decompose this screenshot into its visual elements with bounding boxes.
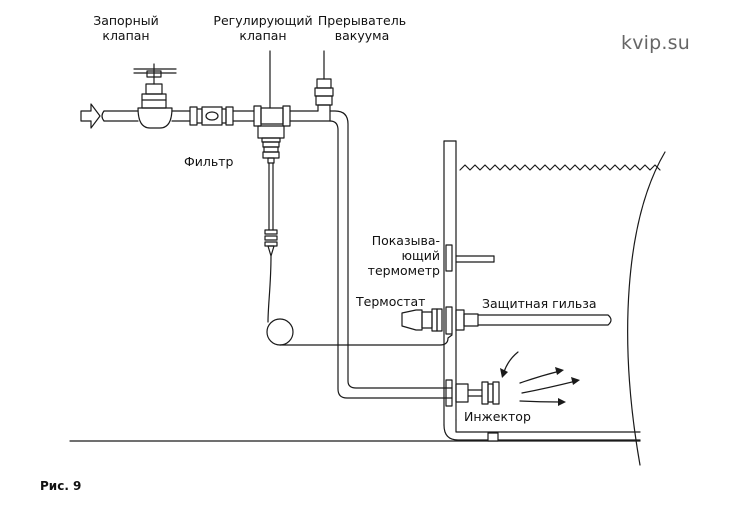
water-surface [459, 164, 661, 171]
regulating-valve [253, 50, 291, 164]
inlet-arrow [80, 103, 101, 129]
thermostat [401, 306, 479, 335]
inlet-pipe [101, 110, 139, 122]
flow-arrows [503, 351, 577, 403]
indicating-thermometer [445, 244, 495, 272]
label-regulating-valve: Регулирующий клапан [213, 13, 313, 43]
brand-logo: kvip.su [621, 32, 690, 54]
filter [189, 106, 234, 126]
label-thermostat: Термостат [356, 294, 426, 309]
label-shutoff-valve: Запорный клапан [93, 13, 159, 43]
label-filter: Фильтр [184, 154, 234, 169]
label-protective-sleeve: Защитная гильза [482, 296, 597, 311]
label-vacuum-breaker: Прерыватель вакуума [317, 13, 407, 43]
steam-pipe [329, 110, 453, 399]
flow-arrowheads [500, 367, 580, 406]
label-indicating-thermometer: Показыва- ющий термометр [367, 233, 440, 278]
protective-sleeve [477, 314, 612, 326]
figure-caption: Рис. 9 [40, 479, 82, 493]
injector [445, 379, 500, 407]
vacuum-breaker [314, 50, 334, 122]
capillary-tube [264, 162, 453, 346]
tank [443, 140, 666, 466]
shutoff-valve [133, 63, 177, 129]
label-injector: Инжектор [464, 409, 531, 424]
